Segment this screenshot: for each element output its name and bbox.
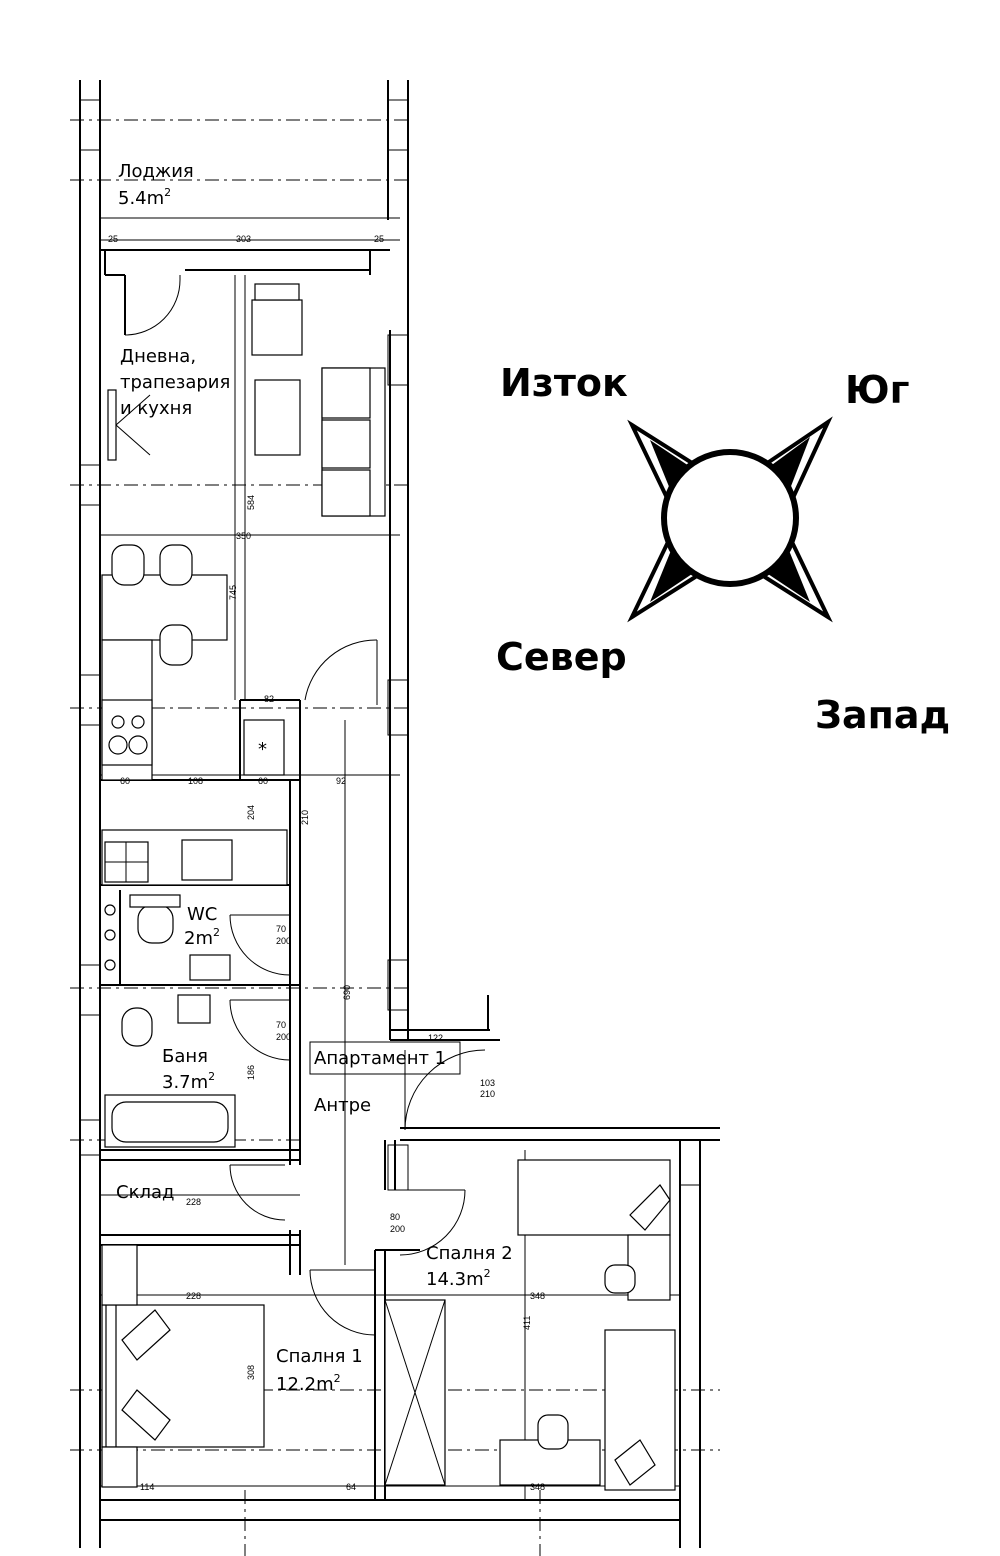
- apartment-box: [309, 1041, 461, 1075]
- dim-114: 114: [140, 1482, 154, 1492]
- living-label-line1: Дневна,: [120, 346, 196, 367]
- loggia-name: Лоджия: [118, 161, 194, 182]
- hall-label: Антре: [314, 1095, 371, 1116]
- dim-70-a: 70: [276, 924, 286, 934]
- room-labels: Лоджия 5.4m2 Дневна, трапезария и кухня …: [116, 161, 513, 1395]
- dimension-labels: 25 303 25 350 82 60 108 60 92 122 103 21…: [108, 234, 545, 1492]
- dim-186: 186: [246, 1065, 256, 1080]
- dim-411: 411: [522, 1316, 532, 1330]
- dim-350: 350: [236, 531, 251, 541]
- dim-64: 64: [346, 1482, 356, 1492]
- bedroom1-area: 12.2m2: [276, 1372, 341, 1395]
- doors: [124, 275, 486, 1336]
- dim-25-right: 25: [374, 234, 384, 244]
- bedroom2-area: 14.3m2: [426, 1267, 491, 1290]
- dim-228-bedroom: 228: [186, 1291, 201, 1301]
- dim-690: 690: [342, 985, 352, 1000]
- bedroom1-name: Спалня 1: [276, 1346, 363, 1367]
- dim-200-a: 200: [276, 936, 291, 946]
- svg-text:*: *: [258, 739, 267, 760]
- dim-92: 92: [336, 776, 346, 786]
- dim-103: 103: [480, 1078, 495, 1088]
- wc-area: 2m2: [184, 926, 220, 949]
- dim-60-a: 60: [120, 776, 130, 786]
- dim-210: 210: [300, 810, 310, 825]
- living-label-line2: трапезария: [120, 372, 230, 393]
- wc-name: WC: [187, 904, 217, 925]
- dim-25-left: 25: [108, 234, 118, 244]
- compass-north-label: Север: [496, 635, 627, 679]
- dim-200-c: 200: [390, 1224, 405, 1234]
- dim-80: 80: [390, 1212, 400, 1222]
- compass-west-label: Запад: [815, 693, 950, 737]
- furniture: *: [101, 283, 676, 1491]
- dim-108: 108: [188, 776, 203, 786]
- compass-east-label: Изток: [500, 361, 628, 405]
- apartment-label: Апартамент 1: [314, 1048, 446, 1069]
- compass-rose: [627, 416, 833, 623]
- bedroom2-name: Спалня 2: [426, 1243, 513, 1264]
- dim-348-bottom: 348: [530, 1482, 545, 1492]
- compass-labels: Изток Юг Север Запад: [496, 361, 950, 737]
- dim-82: 82: [264, 694, 274, 704]
- dim-70-b: 70: [276, 1020, 286, 1030]
- dim-228-storage: 228: [186, 1197, 201, 1207]
- dim-200-b: 200: [276, 1032, 291, 1042]
- dim-308: 308: [246, 1365, 256, 1380]
- dim-303: 303: [236, 234, 251, 244]
- outer-walls: [79, 80, 720, 1548]
- dim-103-h: 210: [480, 1089, 495, 1099]
- storage-label: Склад: [116, 1182, 174, 1203]
- dim-584: 584: [246, 495, 256, 510]
- living-label-line3: и кухня: [120, 398, 192, 419]
- bath-name: Баня: [162, 1046, 208, 1067]
- dim-60-b: 60: [258, 776, 268, 786]
- dim-122: 122: [428, 1033, 443, 1043]
- dim-348-top: 348: [530, 1291, 545, 1301]
- compass-south-label: Юг: [845, 368, 909, 412]
- dim-204: 204: [246, 805, 256, 820]
- loggia-area: 5.4m2: [118, 186, 171, 209]
- bath-area: 3.7m2: [162, 1070, 215, 1093]
- dim-745: 745: [228, 585, 238, 600]
